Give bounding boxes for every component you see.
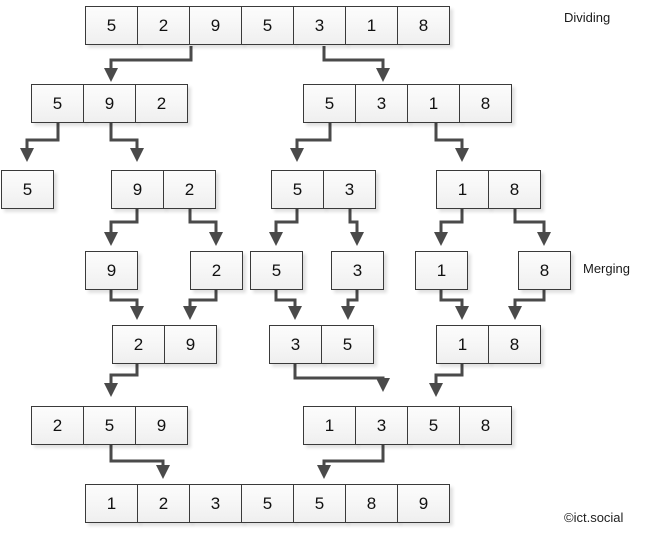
- sort-row-merged-pair-3: 1 8: [436, 325, 541, 364]
- sort-row-singleton-1: 9: [85, 251, 138, 290]
- sort-row-initial: 5 2 9 5 3 1 8: [85, 6, 450, 45]
- array-cell: 3: [269, 325, 322, 364]
- array-cell: 2: [190, 251, 243, 290]
- array-cell: 5: [271, 170, 324, 209]
- array-cell: 5: [1, 170, 54, 209]
- array-cell: 3: [293, 6, 346, 45]
- sort-row-singleton-5: 1: [415, 251, 468, 290]
- array-cell: 1: [436, 325, 489, 364]
- array-cell: 3: [355, 406, 408, 445]
- sort-row-split-right: 5 3 1 8: [303, 84, 512, 123]
- array-cell: 8: [488, 325, 541, 364]
- merging-label: Merging: [583, 261, 630, 276]
- array-cell: 2: [135, 84, 188, 123]
- array-cell: 1: [407, 84, 460, 123]
- array-cell: 5: [293, 484, 346, 523]
- sort-row-split2-g3: 5 3: [271, 170, 376, 209]
- sort-row-merged-left: 2 5 9: [31, 406, 188, 445]
- array-cell: 5: [303, 84, 356, 123]
- dividing-label: Dividing: [564, 10, 611, 25]
- array-cell: 9: [164, 325, 217, 364]
- array-cell: 2: [137, 484, 190, 523]
- sort-row-merged-pair-2: 3 5: [269, 325, 374, 364]
- array-cell: 9: [83, 84, 136, 123]
- array-cell: 8: [459, 84, 512, 123]
- array-cell: 8: [397, 6, 450, 45]
- array-cell: 5: [321, 325, 374, 364]
- array-cell: 3: [355, 84, 408, 123]
- sort-row-singleton-2: 2: [190, 251, 243, 290]
- sort-row-merged-pair-1: 2 9: [112, 325, 217, 364]
- sort-row-singleton-3: 5: [250, 251, 303, 290]
- array-cell: 8: [345, 484, 398, 523]
- array-cell: 3: [189, 484, 242, 523]
- watermark: ©ict.social: [564, 510, 624, 525]
- sort-row-split2-g2: 9 2: [111, 170, 216, 209]
- array-cell: 5: [241, 484, 294, 523]
- sort-row-sorted: 1 2 3 5 5 8 9: [85, 484, 450, 523]
- array-cell: 5: [83, 406, 136, 445]
- array-cell: 8: [488, 170, 541, 209]
- array-cell: 5: [31, 84, 84, 123]
- array-cell: 5: [250, 251, 303, 290]
- array-cell: 3: [331, 251, 384, 290]
- array-cell: 5: [85, 6, 138, 45]
- array-cell: 9: [111, 170, 164, 209]
- array-cell: 8: [459, 406, 512, 445]
- array-cell: 9: [189, 6, 242, 45]
- array-cell: 1: [415, 251, 468, 290]
- array-cell: 2: [31, 406, 84, 445]
- array-cell: 1: [85, 484, 138, 523]
- sort-row-split2-g1: 5: [1, 170, 54, 209]
- array-cell: 5: [407, 406, 460, 445]
- array-cell: 2: [112, 325, 165, 364]
- array-cell: 9: [397, 484, 450, 523]
- array-cell: 9: [135, 406, 188, 445]
- array-cell: 1: [345, 6, 398, 45]
- array-cell: 8: [518, 251, 571, 290]
- sort-row-singleton-6: 8: [518, 251, 571, 290]
- sort-row-singleton-4: 3: [331, 251, 384, 290]
- array-cell: 2: [137, 6, 190, 45]
- array-cell: 1: [303, 406, 356, 445]
- array-cell: 3: [323, 170, 376, 209]
- sort-row-merged-right: 1 3 5 8: [303, 406, 512, 445]
- array-cell: 9: [85, 251, 138, 290]
- sort-row-split2-g4: 1 8: [436, 170, 541, 209]
- array-cell: 2: [163, 170, 216, 209]
- array-cell: 1: [436, 170, 489, 209]
- array-cell: 5: [241, 6, 294, 45]
- sort-row-split-left: 5 9 2: [31, 84, 188, 123]
